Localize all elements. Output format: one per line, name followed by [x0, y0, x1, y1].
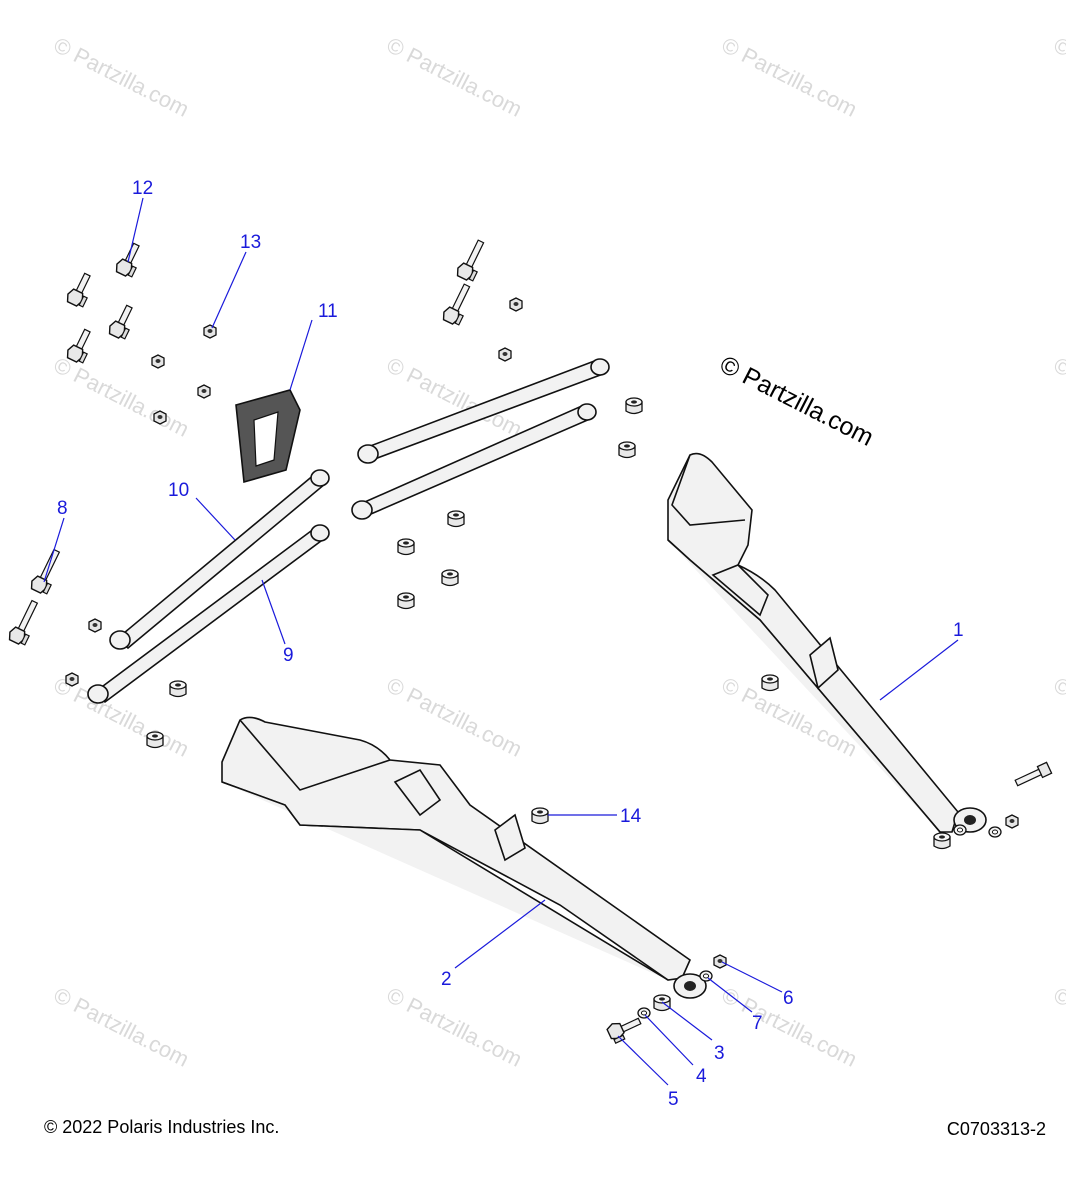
callout-6: 6 [783, 988, 794, 1009]
callout-10: 10 [168, 480, 189, 501]
watermark: © Partzilla.com [1050, 352, 1066, 442]
callout-3: 3 [714, 1043, 725, 1064]
watermark: © Partzilla.com [50, 352, 193, 442]
watermark: © Partzilla.com [50, 32, 193, 122]
watermark: © Partzilla.com [383, 982, 526, 1072]
upper-link-2 [351, 403, 597, 520]
watermark-prominent: © Partzilla.com [715, 350, 878, 451]
link-9 [87, 524, 330, 704]
trailing-arm-left [221, 716, 707, 999]
callout-12: 12 [132, 178, 153, 199]
watermark: © Partzilla.com [1050, 982, 1066, 1072]
callouts: 1 2 3 4 5 6 7 8 9 10 11 12 13 14 [43, 178, 964, 1110]
bracket-11 [235, 389, 301, 484]
callout-4: 4 [696, 1066, 707, 1087]
copyright-text: © 2022 Polaris Industries Inc. [44, 1117, 280, 1137]
watermark: © Partzilla.com [50, 982, 193, 1072]
link-10 [109, 469, 330, 650]
watermark: © Partzilla.com [1050, 672, 1066, 762]
trailing-arm-right [667, 452, 1053, 850]
callout-7: 7 [752, 1013, 763, 1034]
bolts [6, 239, 642, 1045]
watermark: © Partzilla.com [1050, 32, 1066, 122]
upper-link-1 [357, 358, 610, 464]
callout-2: 2 [441, 969, 452, 990]
diagram-id: C0703313-2 [946, 1119, 1046, 1139]
callout-14: 14 [620, 806, 642, 827]
callout-1: 1 [953, 620, 964, 641]
callout-5: 5 [668, 1089, 679, 1110]
callout-13: 13 [240, 232, 261, 253]
watermark: © Partzilla.com [383, 672, 526, 762]
callout-8: 8 [57, 498, 68, 519]
watermark: © Partzilla.com [383, 32, 526, 122]
watermark: © Partzilla.com [718, 32, 861, 122]
callout-9: 9 [283, 645, 294, 666]
callout-11: 11 [318, 301, 338, 322]
